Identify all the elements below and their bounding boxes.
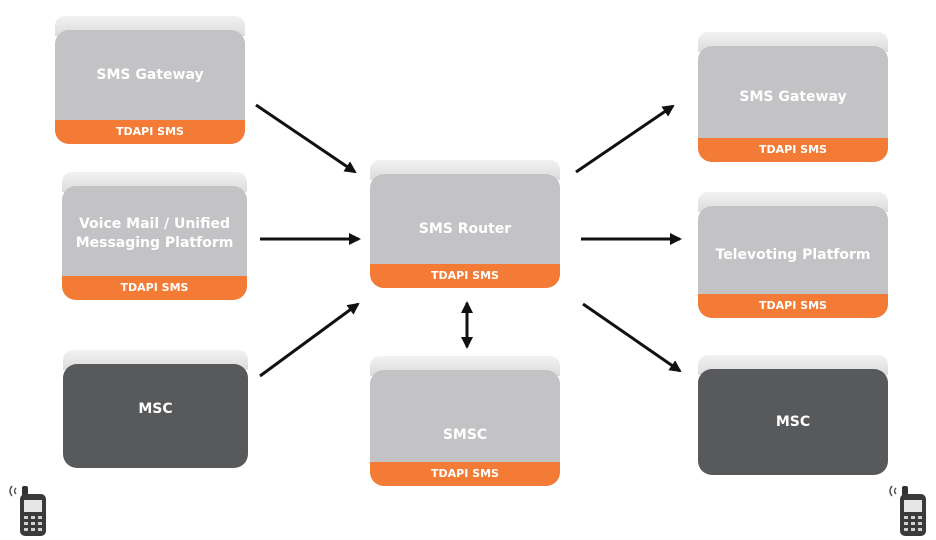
sms-gateway-right-node: SMS Gateway TDAPI SMS [698, 32, 888, 162]
msc-right-node: MSC [698, 355, 888, 475]
sms-router-node: SMS Router TDAPI SMS [370, 160, 560, 288]
arrow-msc-to-router [259, 302, 360, 378]
node-label: SMS Router [418, 220, 512, 237]
arrow-router-to-msc [582, 302, 682, 373]
node-label: MSC [775, 413, 811, 430]
node-label: Televoting Platform [715, 246, 871, 263]
msc-left-node: MSC [63, 350, 248, 468]
node-band: TDAPI SMS [62, 276, 247, 300]
node-band: TDAPI SMS [370, 462, 560, 486]
televoting-node: Televoting Platform TDAPI SMS [698, 192, 888, 318]
node-label: SMSC [442, 426, 488, 443]
smsc-node: SMSC TDAPI SMS [370, 356, 560, 486]
voice-mail-node: Voice Mail / Unified Messaging Platform … [62, 172, 247, 300]
node-label: SMS Gateway [739, 88, 847, 105]
node-band: TDAPI SMS [698, 138, 888, 162]
node-band: TDAPI SMS [370, 264, 560, 288]
node-band: TDAPI SMS [55, 120, 245, 144]
mobile-phone-icon [886, 476, 936, 540]
node-label: MSC [138, 400, 173, 417]
node-label: SMS Gateway [96, 66, 204, 83]
sms-gateway-left-node: SMS Gateway TDAPI SMS [55, 16, 245, 144]
node-band: TDAPI SMS [698, 294, 888, 318]
mobile-phone-icon [6, 476, 56, 540]
node-label: Voice Mail / Unified Messaging Platform [75, 216, 234, 251]
arrow-router-to-gateway [575, 104, 675, 174]
arrow-gateway-to-router [255, 103, 357, 174]
